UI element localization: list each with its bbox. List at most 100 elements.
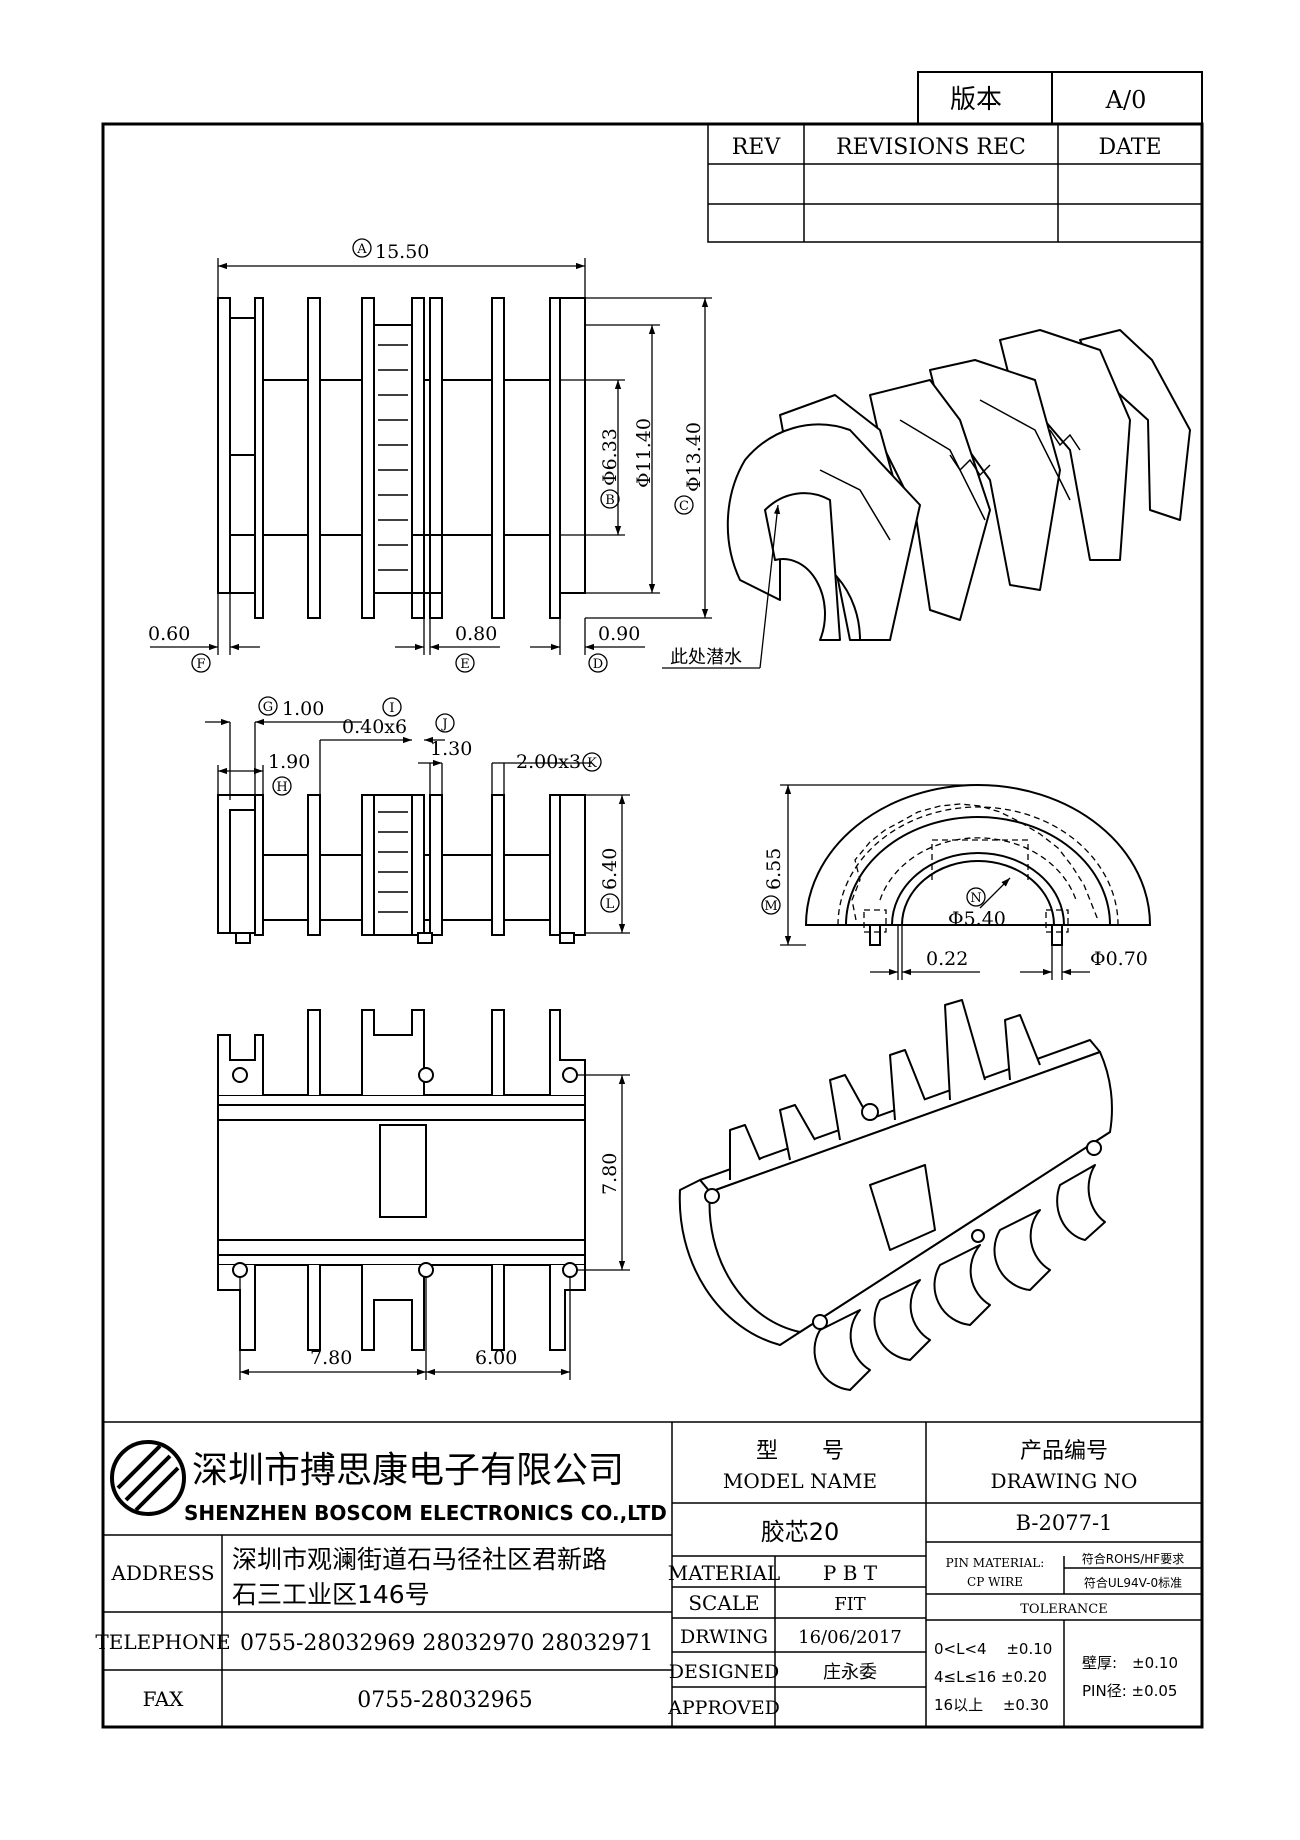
callout-l-letter: L	[606, 897, 615, 912]
revisions-header: REVISIONS REC	[836, 135, 1026, 160]
tolerance-line-1: 0<L<4 ±0.10	[934, 1640, 1052, 1658]
rev-header: REV	[732, 135, 782, 160]
callout-f	[191, 653, 211, 673]
wall-thickness-tolerance: 壁厚: ±0.10	[1082, 1654, 1178, 1672]
rohs-note: 符合ROHS/HF要求	[1082, 1551, 1184, 1566]
tolerance-line-2: 4≤L≤16 ±0.20	[934, 1668, 1047, 1686]
revision-table	[707, 123, 1203, 243]
end-view-dimension-lines	[780, 784, 1090, 980]
pin-material-value: CP WIRE	[967, 1575, 1023, 1589]
dim-0-22: 0.22	[926, 948, 968, 970]
address-line-2: 石三工业区146号	[232, 1580, 430, 1609]
dim-phi-11-40: Φ11.40	[633, 418, 655, 488]
dim-g: 1.00	[282, 698, 324, 720]
address-line-1: 深圳市观澜街道石马径社区君新路	[232, 1545, 607, 1574]
company-name-cn: 深圳市搏思康电子有限公司	[192, 1450, 624, 1491]
pin-diameter-tolerance: PIN径: ±0.05	[1082, 1682, 1177, 1700]
version-value: A/0	[1105, 86, 1147, 114]
callout-l	[600, 893, 620, 913]
drawing-label: DRWING	[680, 1626, 768, 1648]
side-view-dimension-lines	[205, 718, 630, 934]
front-view	[217, 297, 586, 619]
drawing-no-value: B-2077-1	[1016, 1511, 1113, 1535]
company-logo	[110, 1440, 186, 1516]
callout-d	[588, 653, 608, 673]
drawing-no-cn: 产品编号	[1020, 1439, 1108, 1464]
side-view-teeth	[378, 811, 408, 913]
callout-f-letter: F	[196, 657, 205, 672]
dim-l: 6.40	[599, 848, 621, 890]
pin-material-label: PIN MATERIAL:	[946, 1556, 1045, 1570]
model-value: 胶芯20	[761, 1518, 840, 1546]
callout-e	[455, 653, 475, 673]
callout-n-letter: N	[970, 891, 981, 906]
callout-a	[352, 238, 372, 258]
callout-a-letter: A	[356, 242, 367, 257]
telephone-label: TELEPHONE	[95, 1630, 230, 1654]
tolerance-line-3: 16以上 ±0.30	[934, 1696, 1049, 1714]
bottom-view-dimension-lines	[239, 1074, 630, 1380]
dim-f: 0.60	[148, 623, 190, 645]
dim-m: 6.55	[763, 848, 785, 890]
dim-7-80-horizontal: 7.80	[310, 1347, 352, 1369]
dim-phi-0-70: Φ0.70	[1090, 948, 1148, 970]
end-view	[804, 784, 1152, 946]
approved-label: APPROVED	[667, 1697, 780, 1719]
front-view-dimension-lines	[150, 258, 712, 655]
scale-label: SCALE	[688, 1591, 759, 1615]
callout-g-letter: G	[263, 700, 273, 715]
telephone-value: 0755-28032969 28032970 28032971	[240, 1631, 653, 1656]
isometric-view-top	[726, 329, 1191, 641]
dim-a: 15.50	[375, 241, 429, 263]
callout-b	[600, 489, 620, 509]
designed-value: 庄永委	[823, 1662, 877, 1683]
drawing-date: 16/06/2017	[798, 1627, 902, 1648]
model-name-cn: 型 号	[756, 1439, 844, 1464]
isometric-view-top-details	[819, 399, 1081, 541]
drawing-no-en: DRAWING NO	[991, 1469, 1138, 1493]
dim-d: 0.90	[598, 623, 640, 645]
callout-c-letter: C	[679, 499, 689, 514]
isometric-view-bottom	[678, 999, 1113, 1391]
dim-b: Φ6.33	[599, 428, 621, 486]
dim-c: Φ13.40	[683, 422, 705, 492]
callout-m	[761, 895, 781, 915]
callout-h-letter: H	[276, 780, 287, 795]
callout-g	[258, 696, 278, 716]
callout-i	[382, 697, 402, 717]
note-leader	[662, 504, 781, 669]
dim-7-80-vertical: 7.80	[599, 1153, 621, 1195]
scale-value: FIT	[834, 1594, 866, 1615]
dim-k: 2.00x3	[516, 751, 581, 773]
callout-n	[966, 887, 986, 907]
callout-b-letter: B	[605, 493, 615, 508]
callout-d-letter: D	[593, 657, 603, 672]
callout-h	[272, 776, 292, 796]
fax-value: 0755-28032965	[357, 1688, 532, 1713]
callout-i-letter: I	[389, 701, 394, 716]
designed-label: DESIGNED	[669, 1661, 780, 1683]
dim-n: Φ5.40	[948, 908, 1006, 930]
callout-j-letter: J	[440, 717, 447, 732]
company-name-en: SHENZHEN BOSCOM ELECTRONICS CO.,LTD	[184, 1501, 667, 1525]
callout-j	[435, 713, 455, 733]
callout-k	[582, 752, 602, 772]
sheet-border	[101, 122, 1204, 1729]
callout-m-letter: M	[764, 899, 777, 914]
callout-e-letter: E	[460, 657, 470, 672]
note-under-cut: 此处潜水	[670, 647, 742, 668]
dim-e: 0.80	[455, 623, 497, 645]
address-label: ADDRESS	[110, 1561, 214, 1585]
callout-c	[674, 495, 694, 515]
dim-j: 1.30	[430, 738, 472, 760]
material-value: P B T	[823, 1561, 878, 1585]
dim-h: 1.90	[268, 751, 310, 773]
callout-k-letter: K	[587, 756, 597, 771]
dim-6-00: 6.00	[475, 1347, 517, 1369]
side-view	[217, 794, 586, 944]
model-name-en: MODEL NAME	[723, 1469, 877, 1493]
tolerance-label: TOLERANCE	[1020, 1602, 1107, 1617]
ul-note: 符合UL94V-0标准	[1084, 1575, 1182, 1590]
date-header: DATE	[1098, 135, 1161, 160]
